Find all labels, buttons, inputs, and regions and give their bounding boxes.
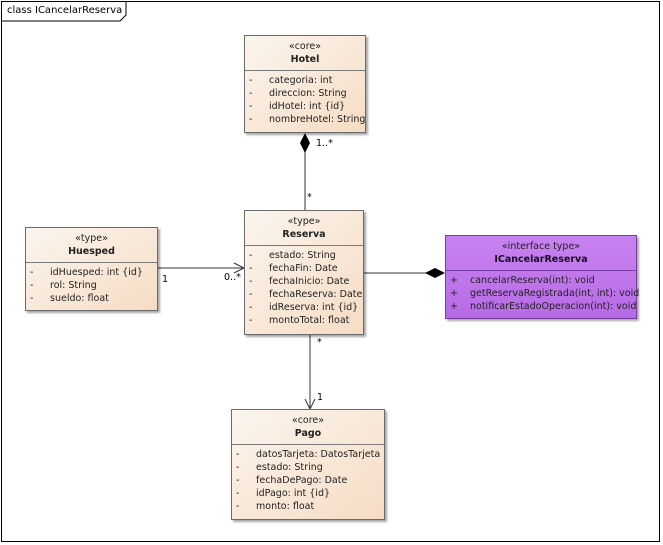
operation-row: +getReservaRegistrada(int, int): void: [450, 288, 640, 299]
class-hotel-name: Hotel: [290, 54, 320, 65]
operation-row: +notificarEstadoOperacion(int): void: [450, 301, 637, 312]
class-huesped-attributes: -idHuesped: int {id} -rol: String -sueld…: [26, 263, 157, 307]
attribute-row: -montoTotal: float: [249, 315, 350, 326]
class-reserva-stereotype: «type»: [287, 216, 321, 227]
multiplicity-reserva-bottom: *: [317, 337, 322, 348]
multiplicity-pago-end: 1: [317, 392, 324, 403]
attribute-row: -rol: String: [30, 280, 97, 291]
attribute-row: -estado: String: [236, 462, 323, 473]
attribute-row: -sueldo: float: [30, 293, 109, 304]
class-hotel-header: «core» Hotel: [245, 36, 365, 71]
frame-title: class ICancelarReserva: [7, 5, 123, 16]
interface-icancelarreserva-stereotype: «interface type»: [501, 241, 581, 252]
hotel-composition-diamond: [300, 133, 310, 153]
attribute-row: -fechaReserva: Date: [249, 289, 363, 300]
class-pago-header: «core» Pago: [232, 410, 384, 445]
attribute-row: -idHotel: int {id}: [249, 101, 346, 112]
attribute-row: -categoria: int: [249, 75, 333, 86]
class-reserva-header: «type» Reserva: [245, 211, 363, 246]
attribute-row: -monto: float: [236, 501, 315, 512]
attribute-row: -idHuesped: int {id}: [30, 267, 143, 278]
class-huesped-header: «type» Huesped: [26, 228, 157, 263]
attribute-row: -fechaDePago: Date: [236, 475, 348, 486]
class-pago-name: Pago: [294, 428, 322, 439]
attribute-row: -estado: String: [249, 250, 336, 261]
attribute-row: -idReserva: int {id}: [249, 302, 359, 313]
attribute-row: -datosTarjeta: DatosTarjeta: [236, 449, 381, 460]
multiplicity-reserva-top: *: [307, 192, 312, 203]
class-huesped-stereotype: «type»: [75, 233, 108, 244]
multiplicity-reserva-left: 0..*: [224, 272, 241, 283]
class-hotel[interactable]: «core» Hotel -categoria: int -direccion:…: [244, 35, 366, 133]
interface-icancelarreserva-header: «interface type» ICancelarReserva: [446, 236, 636, 271]
operation-row: +cancelarReserva(int): void: [450, 275, 595, 286]
class-pago-attributes: -datosTarjeta: DatosTarjeta -estado: Str…: [232, 445, 384, 515]
interface-icancelarreserva-name: ICancelarReserva: [494, 254, 588, 265]
interface-icancelarreserva-operations: +cancelarReserva(int): void +getReservaR…: [446, 271, 640, 315]
multiplicity-huesped-end: 1: [162, 274, 169, 285]
attribute-row: -fechaFin: Date: [249, 263, 338, 274]
class-pago-stereotype: «core»: [291, 415, 325, 426]
interface-icancelarreserva[interactable]: «interface type» ICancelarReserva +cance…: [445, 235, 640, 319]
class-reserva[interactable]: «type» Reserva -estado: String -fechaFin…: [244, 210, 364, 335]
class-reserva-name: Reserva: [282, 229, 326, 240]
class-pago[interactable]: «core» Pago -datosTarjeta: DatosTarjeta …: [231, 409, 385, 520]
class-reserva-attributes: -estado: String -fechaFin: Date -fechaIn…: [245, 246, 363, 329]
attribute-row: -idPago: int {id}: [236, 488, 331, 499]
icancelar-composition-diamond: [425, 268, 445, 278]
class-hotel-stereotype: «core»: [288, 41, 322, 52]
multiplicity-hotel-end: 1..*: [316, 138, 333, 149]
attribute-row: -nombreHotel: String: [249, 114, 366, 125]
attribute-row: -fechaInicio: Date: [249, 276, 350, 287]
class-huesped[interactable]: «type» Huesped -idHuesped: int {id} -rol…: [25, 227, 158, 311]
class-huesped-name: Huesped: [68, 246, 115, 257]
attribute-row: -direccion: String: [249, 88, 347, 99]
class-hotel-attributes: -categoria: int -direccion: String -idHo…: [245, 71, 365, 128]
